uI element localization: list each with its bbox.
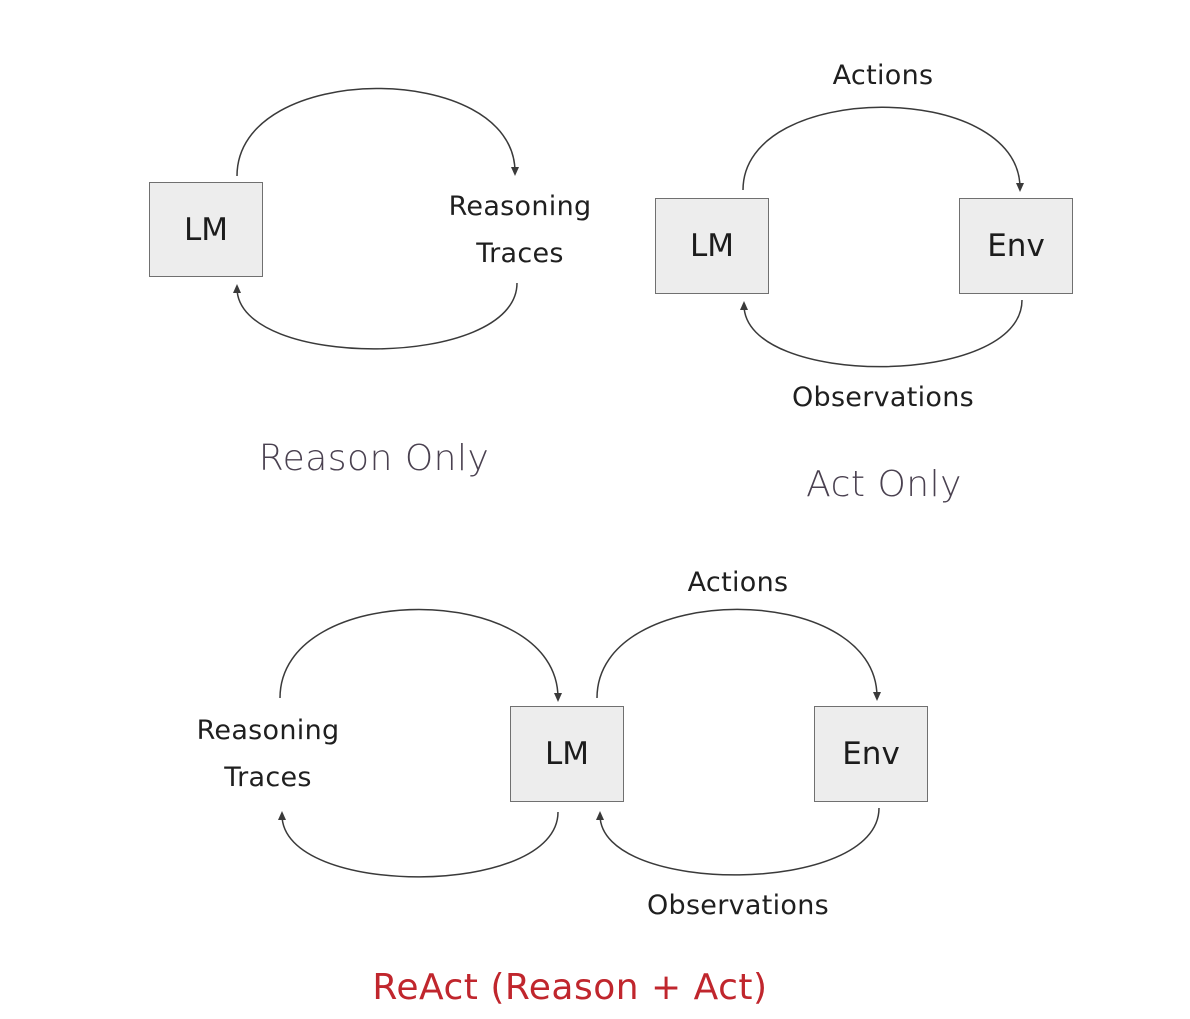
act-only-caption: Act Only — [806, 464, 962, 505]
react-traces-label: Reasoning Traces — [178, 707, 358, 801]
react-observations-label: Observations — [646, 890, 830, 921]
reason-only-top-arrow — [236, 87, 519, 177]
react-caption: ReAct (Reason + Act) — [372, 967, 768, 1008]
act-only-env-label: Env — [987, 228, 1045, 264]
react-lm-label: LM — [544, 736, 590, 772]
reason-only-traces-line1: Reasoning — [448, 191, 592, 222]
act-only-lm-box: LM — [655, 198, 769, 294]
act-only-env-box: Env — [959, 198, 1073, 294]
react-observations-arrow — [596, 807, 880, 876]
react-lm-box: LM — [510, 706, 624, 802]
act-only-lm-label: LM — [689, 228, 735, 264]
react-traces-line2: Traces — [224, 762, 312, 793]
react-actions-label: Actions — [687, 567, 789, 598]
act-only-observations-label: Observations — [791, 382, 975, 413]
reason-only-traces-label: Reasoning Traces — [430, 183, 610, 277]
reason-only-lm-box: LM — [149, 182, 263, 277]
reason-only-traces-line2: Traces — [476, 238, 564, 269]
react-reasoning-top-arrow — [279, 608, 562, 702]
reason-only-bottom-arrow — [233, 282, 518, 350]
react-env-label: Env — [842, 736, 900, 772]
reason-only-caption: Reason Only — [258, 438, 490, 479]
act-only-actions-label: Actions — [832, 60, 934, 91]
act-only-actions-arrow — [742, 106, 1024, 192]
act-only-observations-arrow — [740, 299, 1023, 368]
react-actions-arrow — [596, 608, 881, 701]
reason-only-lm-label: LM — [183, 211, 229, 248]
react-reasoning-bottom-arrow — [278, 811, 559, 878]
react-env-box: Env — [814, 706, 928, 802]
react-traces-line1: Reasoning — [196, 715, 340, 746]
